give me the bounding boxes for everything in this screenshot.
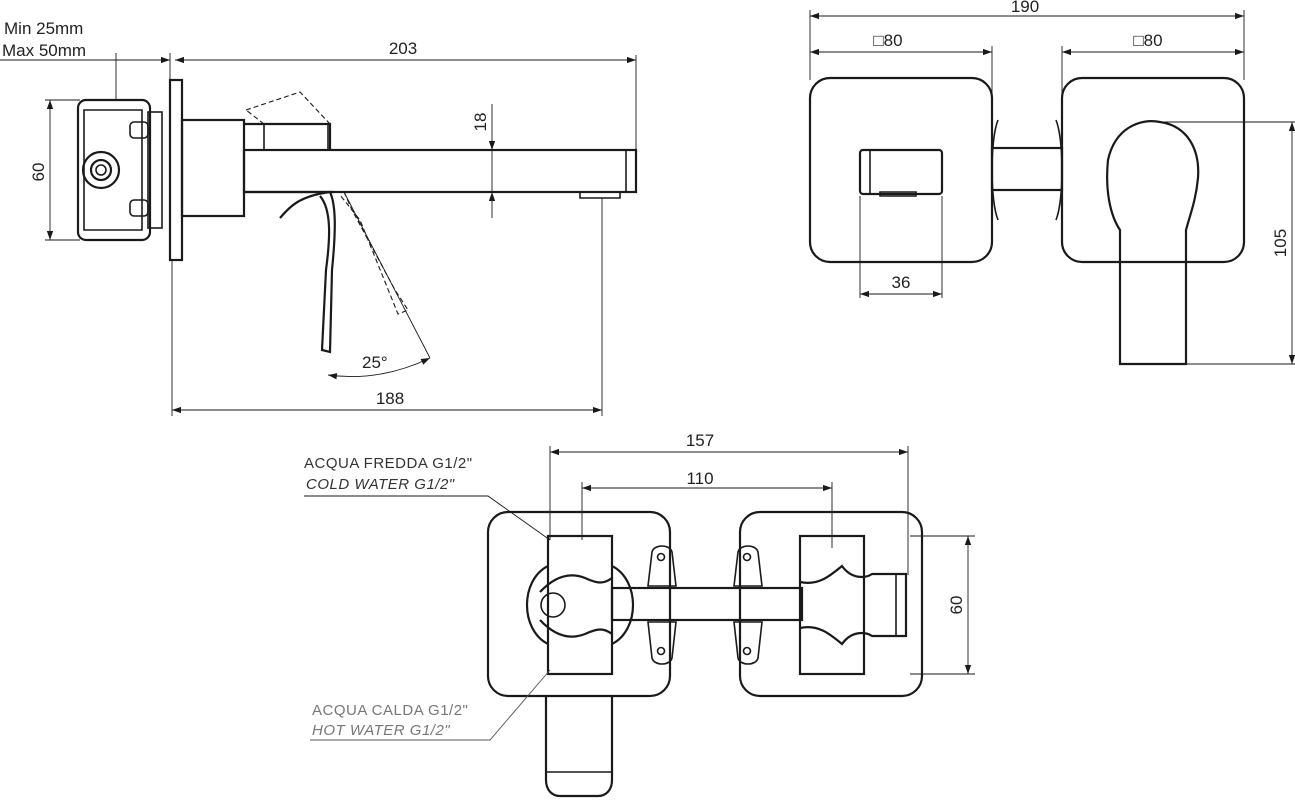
connector-body: [990, 146, 1064, 192]
dim-label-60-top: 60: [947, 596, 966, 615]
hot-water-leader: [310, 669, 551, 741]
tab-hole: [742, 552, 752, 562]
body-cylinder: [180, 118, 246, 218]
left-valve-handle: [539, 574, 613, 638]
cold-water-label-en: COLD WATER G1/2": [306, 476, 455, 493]
right-valve-outlet: [799, 564, 908, 646]
dim-label-60-side: 60: [29, 163, 48, 182]
wall-plate: [168, 78, 184, 262]
front-view: 190 □80 □80 36 105: [808, 0, 1295, 366]
tab-hole: [742, 646, 752, 656]
top-plate-left: [486, 510, 672, 698]
tab-hole: [656, 646, 666, 656]
wall-max-label: Max 50mm: [2, 41, 86, 60]
spout-front: [858, 148, 944, 196]
tab-top-right: [733, 545, 763, 587]
dim-label-190: 190: [1011, 0, 1039, 16]
cold-water-label-it: ACQUA FREDDA G1/2": [304, 455, 473, 472]
tab-hole: [656, 552, 666, 562]
valve-lug-top: [129, 121, 149, 139]
dim-label-angle: 25°: [362, 353, 388, 372]
plate-left: [808, 76, 994, 264]
dim-label-203: 203: [389, 39, 417, 58]
dim-label-18: 18: [471, 113, 490, 132]
tab-bottom-right: [733, 621, 763, 665]
left-valve-body: [546, 534, 614, 676]
cold-water-leader: [304, 495, 551, 541]
lever: [279, 190, 336, 354]
side-view: Min 25mm Max 50mm 203 60: [0, 19, 638, 416]
tab-top-left: [647, 545, 677, 587]
hot-water-label-en: HOT WATER G1/2": [312, 722, 450, 739]
dim-label-188: 188: [376, 389, 404, 408]
left-valve-ring: [526, 565, 634, 645]
lever-dashed-top: [245, 91, 331, 125]
dim-label-105: 105: [1271, 229, 1290, 257]
handle-cap: [263, 123, 329, 151]
valve-ring-mid: [89, 158, 113, 182]
spout: [242, 148, 638, 194]
dim-label-157: 157: [686, 431, 714, 450]
spout-front-detail: [869, 150, 917, 197]
hot-water-label-it: ACQUA CALDA G1/2": [312, 702, 468, 719]
valve-inner: [83, 109, 143, 231]
connector-flanges: [991, 119, 1063, 221]
angle-arc: [327, 357, 431, 380]
handle-front: [1106, 120, 1200, 366]
valve-ring-outer: [81, 150, 121, 190]
valve-ring-inner: [95, 164, 107, 176]
tab-bottom-left: [647, 621, 677, 665]
angle-ray: [343, 191, 431, 359]
dim-label-110: 110: [686, 469, 713, 488]
cross-pipe: [610, 586, 804, 622]
valve-body: [76, 98, 152, 242]
aerator: [579, 192, 621, 199]
wall-min-label: Min 25mm: [4, 19, 83, 38]
valve-lug-bottom: [129, 199, 149, 217]
top-plate-right: [738, 510, 924, 698]
handle-base: [244, 122, 334, 194]
valve-flange: [147, 111, 163, 229]
dim-label-80-right: □80: [1133, 31, 1162, 50]
dim-label-36: 36: [892, 273, 911, 292]
left-valve-cap: [540, 592, 566, 618]
right-valve-body: [798, 534, 866, 676]
dim-label-80-left: □80: [873, 31, 902, 50]
handle-top-view: [544, 696, 614, 798]
lever-dashed: [339, 191, 409, 315]
top-view: 157 110 60: [304, 431, 975, 798]
plate-right: [1060, 76, 1246, 264]
